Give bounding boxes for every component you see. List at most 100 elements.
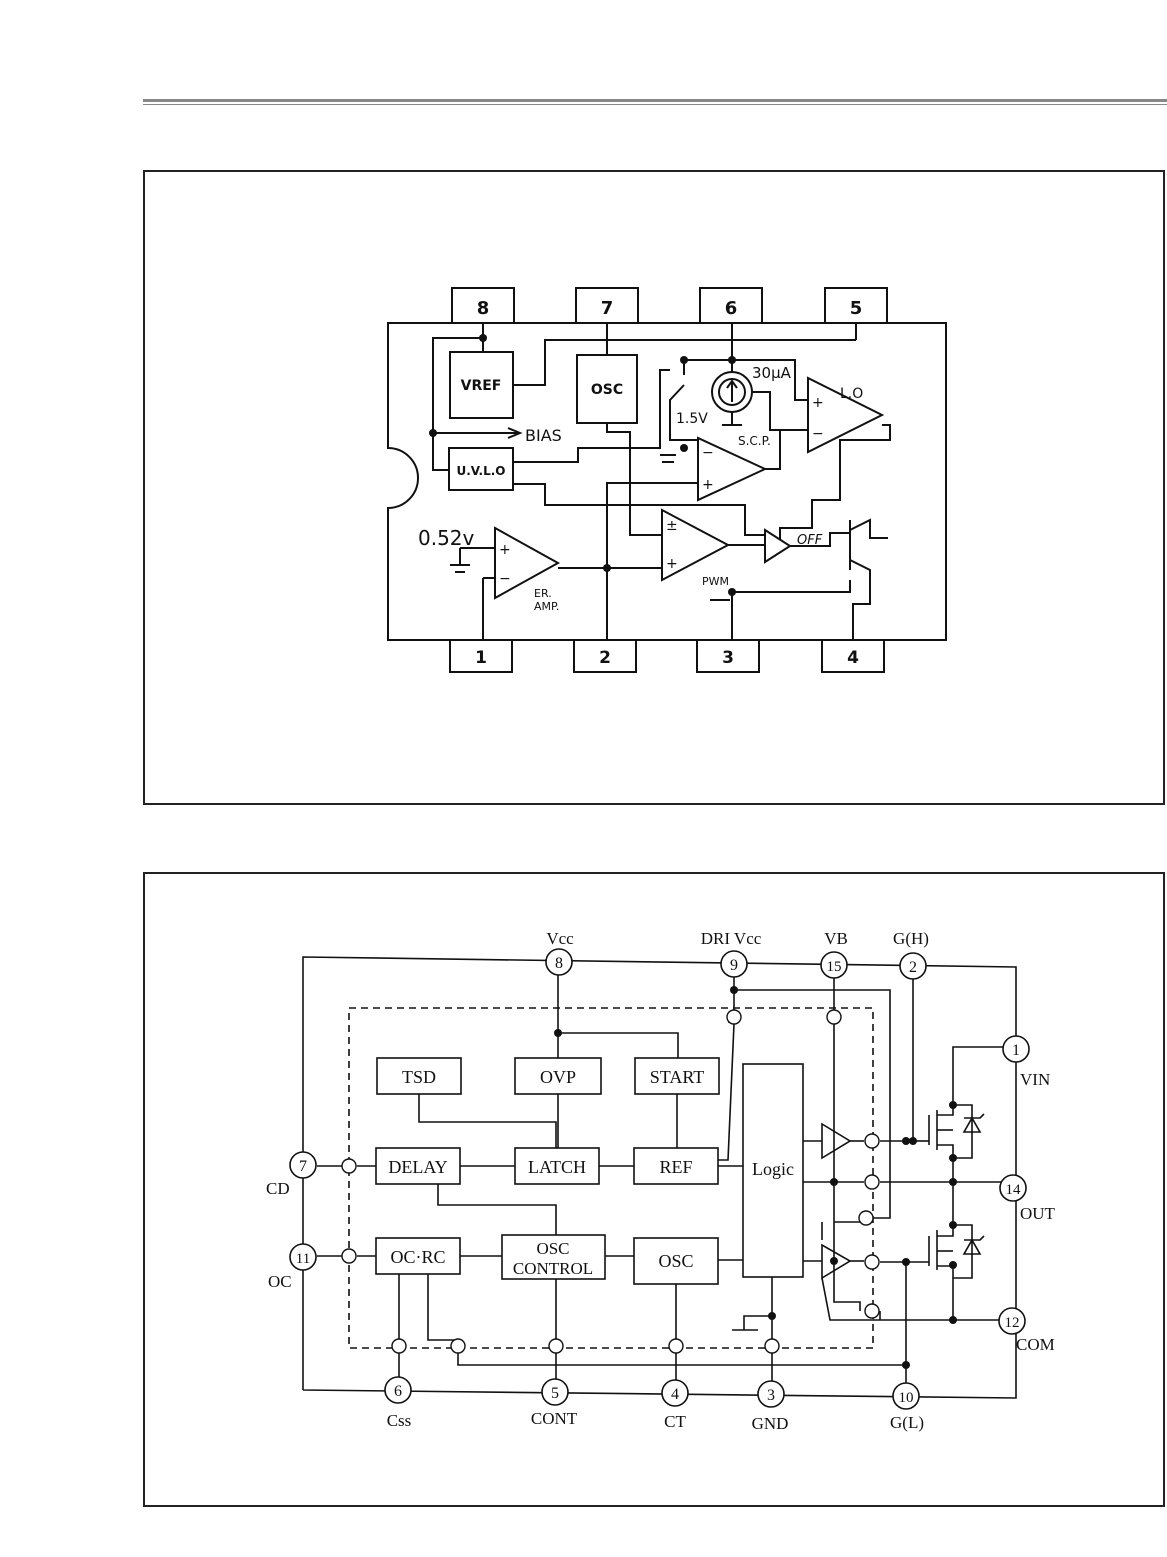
cont-label: CONT [531,1409,578,1428]
chip-outline [387,322,947,641]
scp-minus: − [702,445,714,461]
scp-plus: + [702,477,714,493]
ocrc-label: OC·RC [390,1247,445,1267]
diagram-2-terminals [341,1009,880,1354]
com-label: COM [1016,1335,1055,1354]
pin-1-box [449,639,513,673]
latch-label: LATCH [528,1157,586,1177]
osc-control-label-1: OSC [536,1239,569,1258]
pin-4-label: 4 [847,648,859,668]
lo-comparator [807,376,885,454]
pwm-label: PWM [702,575,729,588]
pin-12-number: 12 [1005,1315,1020,1331]
scp-comparator [697,436,768,502]
tsd-label: TSD [402,1067,436,1087]
pin-circle-15 [820,951,848,979]
pwm-plus: + [666,556,678,572]
ref-label: REF [659,1157,692,1177]
diagram-1 [387,287,947,673]
diagram-panel-top [143,170,1165,805]
amp-label: AMP. [534,600,559,613]
ovp-label: OVP [540,1067,576,1087]
pin-2-label: 2 [599,648,611,668]
pin-circle-4 [661,1379,689,1407]
pwm-pm: ± [666,518,678,534]
pin-6-label: 6 [725,298,738,319]
pin-3-number: 3 [767,1387,775,1404]
pin-circle-3 [757,1380,785,1408]
bias-label: BIAS [525,426,562,445]
diagram-1-junctions [429,334,736,596]
gnd-label: GND [752,1414,789,1433]
out-label: OUT [1020,1204,1056,1223]
pin-11-number: 11 [296,1251,310,1267]
pin-1-label: 1 [475,648,487,668]
logic-block [742,1063,804,1278]
pin-circle-11 [289,1243,317,1271]
pin-2-number: 2 [909,959,917,976]
pwm-comparator [661,508,731,582]
er-minus: − [499,571,511,587]
v052-label: 0.52v [418,526,475,550]
lo-plus: + [812,395,824,411]
css-label: Css [387,1411,412,1430]
er-plus: + [499,542,511,558]
pin-8-number: 8 [555,955,563,972]
lo-label: L.O [840,386,863,402]
pin-2-box [573,639,637,673]
pin-4-number: 4 [671,1386,679,1403]
high-side-driver [821,1122,852,1160]
pin-3-label: 3 [722,648,734,668]
pin-9-number: 9 [730,957,738,974]
drivcc-label: DRI Vcc [701,929,762,948]
pin-circle-7 [289,1151,317,1179]
pin-circle-1 [1002,1035,1030,1063]
osc-control-block [501,1234,606,1280]
pin-5-label: 5 [850,298,863,319]
delay-label: DELAY [388,1157,447,1177]
pin-7-number: 7 [299,1158,307,1175]
pin-circle-9 [720,950,748,978]
vin-label: VIN [1020,1070,1050,1089]
pin-8-label: 8 [477,298,490,319]
diagram-panel-bottom [143,872,1165,1507]
diagram-2-pins [289,948,1030,1410]
uvlo-label: U.V.L.O [456,464,505,478]
pin-7-label: 7 [601,298,614,319]
vcc-label: Vcc [546,929,574,948]
pin-10-number: 10 [899,1390,914,1406]
gh-label: G(H) [893,929,929,948]
start-label: START [650,1067,704,1087]
pin-circle-5 [541,1378,569,1406]
scp-label: S.C.P. [738,434,771,448]
header-rule [143,99,1167,102]
v15-label: 1.5V [676,411,708,427]
vref-label: VREF [461,378,502,394]
pin-circle-12 [998,1307,1026,1335]
pin-circle-8 [545,948,573,976]
diagram-2-junctions [554,986,957,1369]
pin-1-number: 1 [1012,1042,1020,1059]
osc-label-2: OSC [658,1251,693,1271]
pin-5-number: 5 [551,1385,559,1402]
error-amplifier [494,526,561,600]
cd-label: CD [266,1179,290,1198]
osc-label-1: OSC [591,382,623,398]
off-label: OFF [797,533,823,548]
current-source-inner [718,378,746,406]
lo-minus: − [812,426,824,442]
pin-6-number: 6 [394,1383,402,1400]
pin-15-number: 15 [827,959,842,975]
pin-circle-2 [899,952,927,980]
pin-circle-6 [384,1376,412,1404]
i30-label: 30μA [752,364,792,382]
off-buffer [764,528,792,564]
osc-control-label-2: CONTROL [513,1259,593,1278]
header-rule-thin [143,104,1167,105]
vb-label: VB [824,929,848,948]
pin-circle-10 [892,1382,920,1410]
diagram-2 [302,956,1017,1399]
pin-circle-14 [999,1174,1027,1202]
pin-14-number: 14 [1006,1182,1022,1198]
